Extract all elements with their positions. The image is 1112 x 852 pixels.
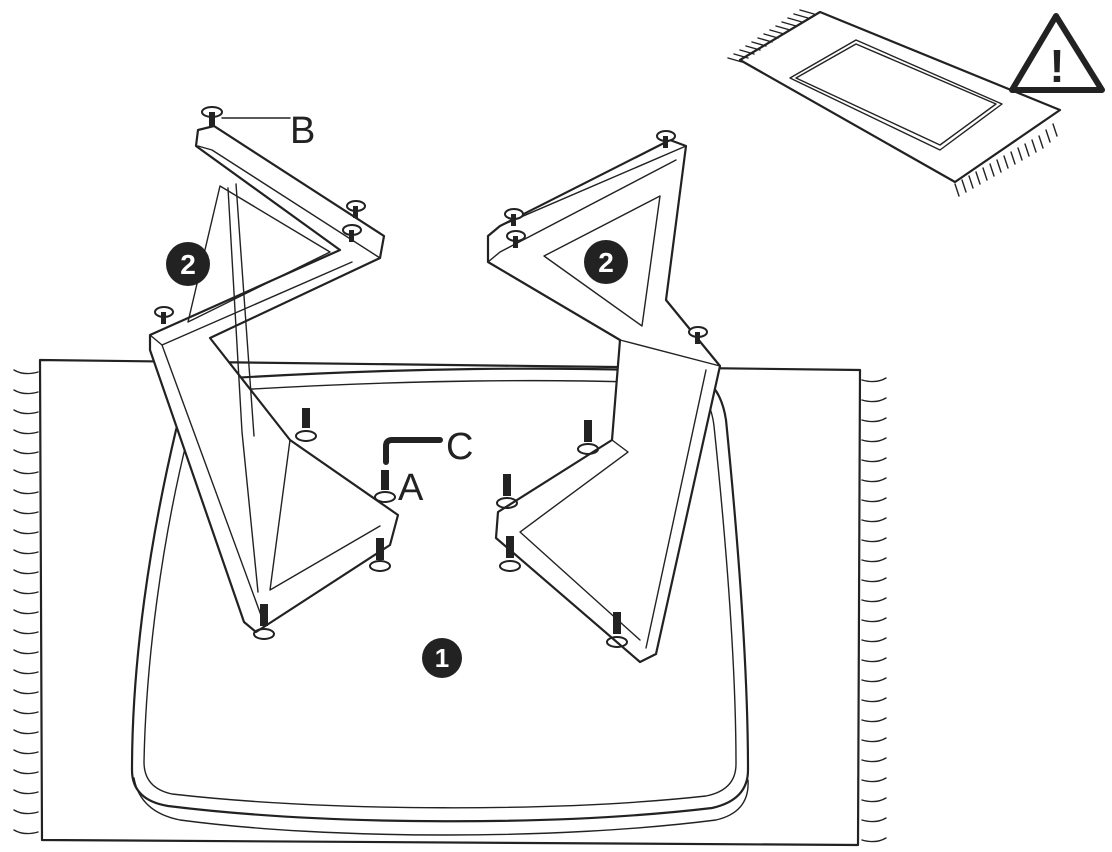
leg-frame-right bbox=[486, 138, 722, 664]
screw-a bbox=[499, 536, 521, 572]
rug-fringe-right bbox=[861, 377, 887, 843]
screw bbox=[346, 200, 366, 218]
screw-b bbox=[201, 106, 223, 126]
callout-1-table-top: 1 bbox=[422, 638, 462, 678]
callout-1-number: 1 bbox=[435, 643, 449, 673]
screw bbox=[154, 306, 174, 324]
screw-a bbox=[606, 612, 628, 648]
inset-rug-fringe bbox=[727, 9, 1058, 197]
callout-2-right: 2 bbox=[584, 240, 628, 284]
screw-a bbox=[295, 408, 317, 442]
callout-2-left: 2 bbox=[166, 242, 210, 286]
screw bbox=[342, 224, 362, 242]
screw-a bbox=[496, 474, 518, 509]
screw bbox=[656, 130, 676, 148]
rug-fringe-left bbox=[13, 369, 39, 835]
screw-a bbox=[369, 538, 391, 572]
callout-2-right-number: 2 bbox=[598, 247, 614, 278]
screw bbox=[506, 230, 526, 248]
inset-rug-illustration bbox=[727, 9, 1062, 197]
screw-a bbox=[253, 604, 275, 640]
screws bbox=[154, 106, 708, 648]
screw bbox=[504, 208, 524, 226]
allen-key-icon bbox=[383, 437, 443, 465]
label-c: C bbox=[446, 426, 473, 468]
screw-a bbox=[374, 470, 396, 503]
warning-symbol: ! bbox=[1049, 40, 1064, 92]
label-b: B bbox=[290, 110, 315, 152]
label-a: A bbox=[398, 467, 424, 509]
warning-triangle-icon: ! bbox=[1009, 13, 1105, 93]
screw-a bbox=[577, 420, 599, 455]
callout-2-left-number: 2 bbox=[180, 249, 196, 280]
screw bbox=[688, 326, 708, 344]
floor-rug bbox=[13, 358, 887, 847]
leg-frame-left bbox=[148, 124, 400, 634]
